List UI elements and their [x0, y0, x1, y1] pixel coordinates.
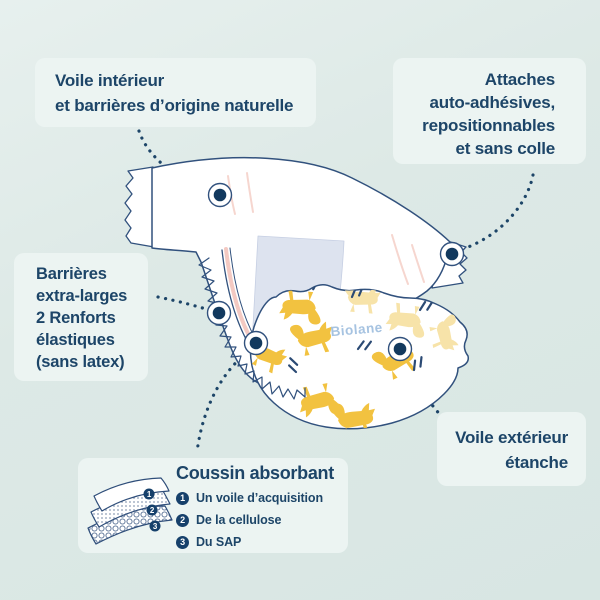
item-text: Un voile d’acquisition	[196, 491, 323, 505]
label-outer-veil: Voile extérieur étanche	[437, 412, 586, 486]
connector-fasteners	[458, 173, 535, 252]
core-content: Coussin absorbant 1 Un voile d’acquisiti…	[176, 463, 344, 557]
label-line: extra-larges	[36, 287, 128, 305]
label-line: élastiques	[36, 331, 115, 349]
core-layers-illustration: 1 2 3	[87, 477, 173, 545]
diaper-illustration: Biolane	[124, 156, 470, 430]
layer-sheet-1	[93, 477, 170, 512]
item-badge-1: 1	[176, 491, 189, 505]
layer-sheet-2-texture	[91, 491, 170, 527]
layer-badge-1: 1	[147, 490, 152, 499]
brand-logo: Biolane	[330, 320, 383, 339]
label-line: (sans latex)	[36, 353, 125, 371]
label-barriers: Barrières extra-larges 2 Renforts élasti…	[14, 253, 148, 381]
marker-fasteners	[439, 241, 465, 267]
core-item: 1 Un voile d’acquisition	[176, 491, 344, 505]
label-line: et sans colle	[455, 139, 556, 158]
layer-badge-2: 2	[150, 506, 155, 515]
layer-sheet-3-texture	[88, 506, 172, 544]
core-item: 3 Du SAP	[176, 535, 344, 549]
item-text: Du SAP	[196, 535, 242, 549]
core-item: 2 De la cellulose	[176, 513, 344, 527]
marker-inner-veil	[207, 182, 233, 208]
label-fasteners: Attaches auto-adhésives, repositionnable…	[393, 58, 586, 164]
layer-number-badges: 1 2 3	[143, 488, 161, 532]
connector-barriers	[156, 295, 215, 313]
marker-outer-veil	[387, 336, 413, 362]
marker-barriers	[206, 300, 232, 326]
core-title: Coussin absorbant	[176, 463, 334, 483]
label-line: 2 Renforts	[36, 309, 116, 327]
label-line: repositionnables	[422, 116, 555, 135]
label-line: Voile intérieur	[55, 71, 165, 90]
label-line: et barrières d’origine naturelle	[55, 96, 294, 115]
item-badge-2: 2	[176, 513, 189, 527]
label-line: auto-adhésives,	[429, 93, 556, 112]
marker-core	[243, 330, 269, 356]
label-line: Attaches	[484, 70, 555, 89]
feature-markers	[206, 182, 465, 362]
layer-badge-3: 3	[153, 522, 158, 531]
label-line: Voile extérieur	[455, 428, 568, 447]
label-inner-veil: Voile intérieur et barrières d’origine n…	[35, 58, 316, 127]
label-line: étanche	[505, 453, 568, 472]
item-text: De la cellulose	[196, 513, 282, 527]
item-badge-3: 3	[176, 535, 189, 549]
label-line: Barrières	[36, 265, 107, 283]
absorbent-core-card: 1 2 3 Coussin absorbant 1 Un voile d’acq…	[78, 458, 348, 553]
cuff-ruffle-edge	[198, 257, 306, 400]
left-tab	[124, 166, 155, 248]
